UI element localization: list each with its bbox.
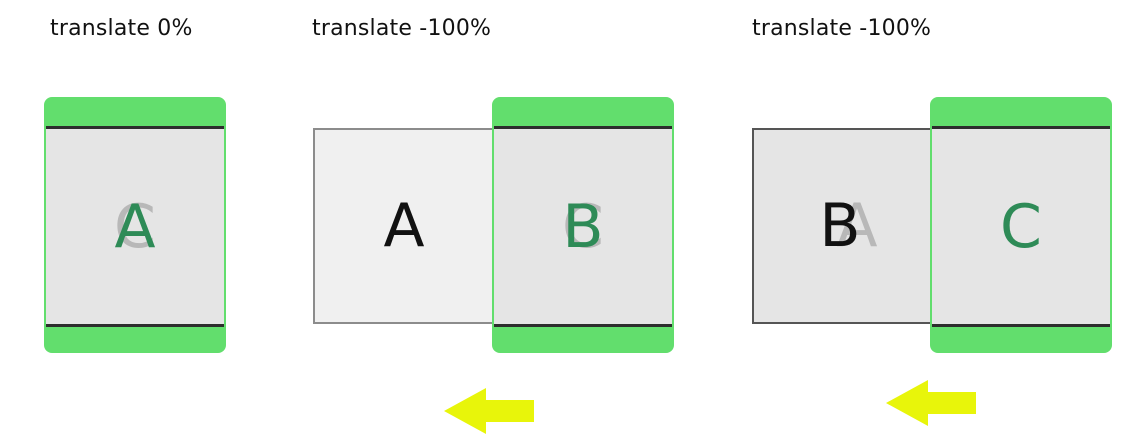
slide-letter-ghost: A	[836, 191, 878, 261]
caption-translate-0: translate 0%	[50, 16, 193, 41]
arrow-left-icon	[886, 380, 976, 426]
outgoing-slide-b: A B	[752, 128, 934, 324]
arrow-left-icon	[444, 388, 534, 434]
slide-letter-outgoing: B	[819, 191, 861, 261]
viewport-inner-2: C B	[494, 126, 672, 327]
viewport-frame-3: C	[930, 97, 1112, 353]
viewport-inner-3: C	[932, 126, 1110, 327]
slide-letter-visible: C	[1000, 191, 1042, 262]
viewport-frame-1: C A	[44, 97, 226, 353]
slide-letter-visible: A	[114, 191, 156, 262]
caption-translate-minus-100-second: translate -100%	[752, 16, 932, 41]
slide-letter-ghost: C	[562, 191, 604, 262]
viewport-frame-2: C B	[492, 97, 674, 353]
viewport-inner-1: C A	[46, 126, 224, 327]
caption-translate-minus-100-first: translate -100%	[312, 16, 492, 41]
outgoing-slide-a: A	[313, 128, 495, 324]
slide-letter-visible: B	[562, 191, 604, 262]
slide-letter-ghost: C	[114, 191, 156, 262]
slide-letter-outgoing: A	[383, 191, 425, 261]
